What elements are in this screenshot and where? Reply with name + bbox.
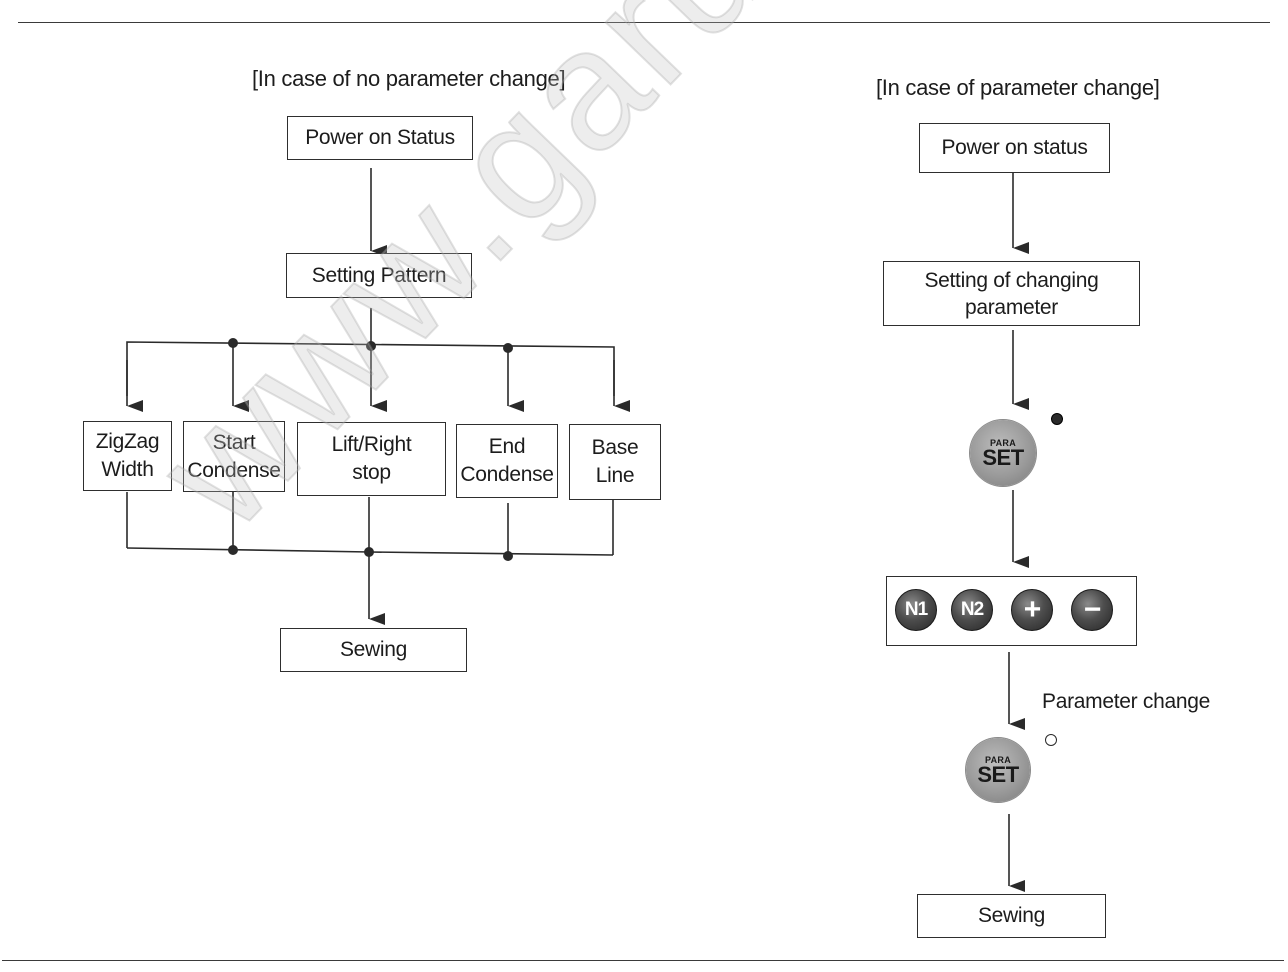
start-condense-box: Start Condense xyxy=(183,421,285,492)
minus-key[interactable]: − xyxy=(1071,589,1113,631)
n1-key[interactable]: N1 xyxy=(895,589,937,631)
sewing-box-right: Sewing xyxy=(917,894,1106,938)
junction-dot xyxy=(503,343,513,353)
plus-key[interactable]: + xyxy=(1011,589,1053,631)
power-on-status-box: Power on Status xyxy=(287,116,473,160)
parameter-change-label: Parameter change xyxy=(1042,690,1210,713)
junction-dot xyxy=(366,341,376,351)
end-condense-box: End Condense xyxy=(456,424,558,498)
right-flow-heading: [In case of parameter change] xyxy=(876,75,1160,100)
parameter-keypad: N1 N2 + − xyxy=(886,576,1137,646)
setting-pattern-box: Setting Pattern xyxy=(286,253,472,298)
junction-dot xyxy=(364,547,374,557)
para-set-button[interactable]: PARA SET xyxy=(970,420,1036,486)
top-rule xyxy=(18,22,1270,23)
zigzag-width-box: ZigZag Width xyxy=(83,421,172,491)
indicator-unlit-icon xyxy=(1045,734,1057,746)
bottom-rule xyxy=(2,960,1284,961)
lift-right-stop-box: Lift/Right stop xyxy=(297,422,446,496)
sewing-box-left: Sewing xyxy=(280,628,467,672)
para-set-button-2[interactable]: PARA SET xyxy=(966,738,1030,802)
set-label: SET xyxy=(982,444,1024,470)
indicator-lit-icon xyxy=(1051,413,1063,425)
para-label: PARA xyxy=(984,754,1012,765)
base-line-box: Base Line xyxy=(569,424,661,500)
para-label: PARA xyxy=(989,437,1017,448)
junction-dot xyxy=(228,545,238,555)
n2-key[interactable]: N2 xyxy=(951,589,993,631)
left-flow-heading: [In case of no parameter change] xyxy=(252,66,566,91)
power-on-status-box-right: Power on status xyxy=(919,123,1110,173)
set-label: SET xyxy=(977,761,1019,787)
junction-dot xyxy=(228,338,238,348)
setting-changing-parameter-box: Setting of changing parameter xyxy=(883,261,1140,326)
junction-dot xyxy=(503,551,513,561)
